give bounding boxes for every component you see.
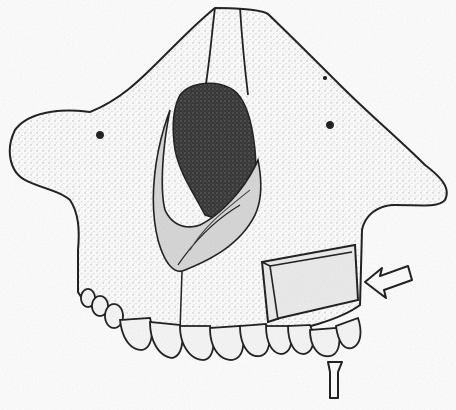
maxilla-drawing — [0, 0, 456, 410]
maxilla-illustration — [0, 0, 456, 410]
texture-overlay — [0, 0, 456, 410]
